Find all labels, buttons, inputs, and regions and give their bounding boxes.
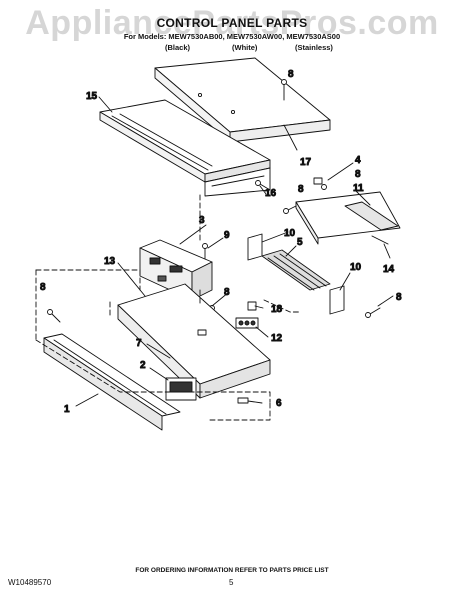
callout-17: 17 bbox=[300, 157, 312, 168]
callout-8: 8 bbox=[224, 287, 230, 298]
watermark-logo: AppliancePartsPros.com bbox=[25, 4, 439, 42]
part-clip bbox=[313, 177, 327, 190]
part-fan-bracket bbox=[247, 233, 263, 261]
screw-icon bbox=[47, 309, 61, 323]
callout-16: 16 bbox=[265, 188, 277, 199]
screw-icon bbox=[255, 180, 271, 191]
leader-lines bbox=[75, 96, 394, 407]
callout-10: 10 bbox=[350, 262, 362, 273]
finish-black: (Black) bbox=[165, 43, 191, 52]
part-keypad bbox=[165, 377, 197, 401]
callout-3: 3 bbox=[199, 215, 205, 226]
callout-14: 14 bbox=[383, 264, 395, 275]
part-fan-bracket bbox=[329, 285, 345, 315]
callout-8: 8 bbox=[298, 184, 304, 195]
screw-icon bbox=[283, 203, 301, 214]
assembly-dashed-lines bbox=[35, 194, 301, 421]
callout-8: 8 bbox=[355, 169, 361, 180]
callout-11: 11 bbox=[353, 183, 364, 194]
callout-8: 8 bbox=[40, 282, 46, 293]
part-control-panel-trim bbox=[99, 99, 271, 197]
ordering-note: FOR ORDERING INFORMATION REFER TO PARTS … bbox=[135, 567, 329, 574]
callout-12: 12 bbox=[271, 333, 283, 344]
callout-10: 10 bbox=[284, 228, 296, 239]
callout-5: 5 bbox=[297, 237, 303, 248]
part-cooling-fan bbox=[261, 249, 331, 291]
callout-2: 2 bbox=[140, 360, 146, 371]
callout-8: 8 bbox=[396, 292, 402, 303]
callout-13: 13 bbox=[104, 256, 116, 267]
callout-15: 15 bbox=[86, 91, 98, 102]
callout-7: 7 bbox=[136, 338, 142, 349]
callout-4: 4 bbox=[355, 155, 361, 166]
part-spacer bbox=[237, 397, 249, 404]
callout-6: 6 bbox=[276, 398, 282, 409]
part-strip bbox=[344, 201, 399, 231]
screw-icon bbox=[281, 79, 287, 101]
page-title: CONTROL PANEL PARTS bbox=[156, 16, 308, 30]
models-line: For Models: MEW7530AB00, MEW7530AW00, ME… bbox=[123, 32, 341, 41]
finish-stainless: (Stainless) bbox=[295, 43, 333, 52]
part-terminal-block bbox=[235, 317, 259, 329]
callout-8: 8 bbox=[288, 69, 294, 80]
callout-1: 1 bbox=[64, 404, 70, 415]
document-number: W10489570 bbox=[8, 578, 52, 587]
finish-white: (White) bbox=[232, 43, 258, 52]
part-control-panel bbox=[43, 333, 181, 431]
part-mounting-bracket bbox=[295, 191, 401, 245]
part-control-panel-cover bbox=[154, 57, 331, 143]
callout-9: 9 bbox=[224, 230, 230, 241]
callout-18: 18 bbox=[271, 304, 283, 315]
screw-icon bbox=[365, 307, 381, 318]
page-number: 5 bbox=[229, 578, 234, 587]
